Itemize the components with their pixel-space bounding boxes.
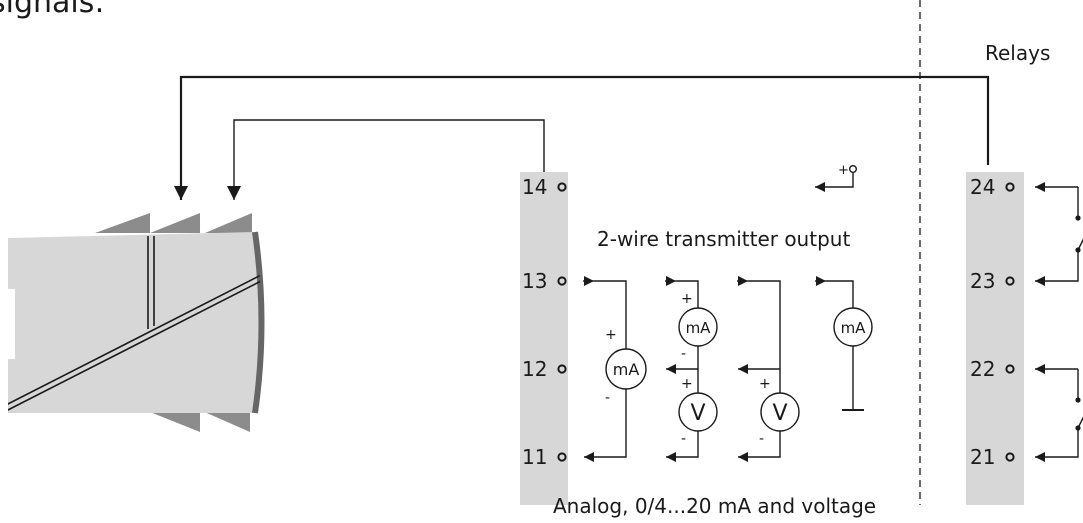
circuit-v-12-11: V + - xyxy=(737,276,800,462)
transmitter-output-label: 2-wire transmitter output xyxy=(597,227,850,251)
terminal-12-screw xyxy=(557,364,567,374)
meter-ma-1-unit: mA xyxy=(613,360,640,379)
supply-terminal xyxy=(849,164,858,173)
meter-v-1-minus: - xyxy=(681,431,686,447)
bottom-connector-2 xyxy=(200,410,250,432)
terminal-24-screw xyxy=(1005,182,1015,192)
supply-plus-sign: + xyxy=(838,163,849,178)
terminal-11-label: 11 xyxy=(522,445,547,469)
terminal-22: 22 xyxy=(970,357,1015,381)
meter-v-2-minus: - xyxy=(759,431,764,447)
terminal-14-label: 14 xyxy=(522,175,547,199)
terminal-12: 12 xyxy=(522,357,567,381)
meter-ma-3 xyxy=(833,307,873,347)
terminal-23: 23 xyxy=(970,269,1015,293)
terminal-21-screw xyxy=(1005,452,1015,462)
meter-ma-1 xyxy=(605,348,647,390)
relay-contact-1-blade xyxy=(1077,238,1083,251)
device-body xyxy=(0,213,265,432)
terminal-24-label: 24 xyxy=(970,175,995,199)
heading-fragment: signals: xyxy=(0,0,104,20)
terminal-23-screw xyxy=(1005,276,1015,286)
top-connector-1 xyxy=(95,213,150,233)
analog-output-label: Analog, 0/4...20 mA and voltage xyxy=(553,494,876,518)
meter-ma-2-plus: + xyxy=(681,291,693,307)
terminal-13-screw xyxy=(557,276,567,286)
circuit-ma-ground: mA xyxy=(815,276,873,411)
device-front-edge xyxy=(252,231,265,414)
relay-contact-2-blade xyxy=(1077,416,1083,429)
device-housing xyxy=(8,232,262,413)
meter-v-2 xyxy=(760,392,800,432)
meter-ma-1-plus: + xyxy=(605,327,617,343)
device-diagonal-a xyxy=(8,272,262,409)
relays-label: Relays xyxy=(985,41,1050,65)
terminal-22-screw xyxy=(1005,364,1015,374)
terminal-11-screw xyxy=(557,452,567,462)
circuit-ma-13-11: mA + - xyxy=(583,276,647,462)
device-diagonal-b xyxy=(8,278,262,413)
top-connector-3 xyxy=(205,213,252,233)
terminal-11: 11 xyxy=(522,445,567,469)
meter-ma-3-unit: mA xyxy=(841,319,867,337)
terminal-21: 21 xyxy=(970,445,1015,469)
meter-ma-1-minus: - xyxy=(605,390,610,406)
top-connector-2 xyxy=(150,213,200,233)
wire-terminal-14-to-device xyxy=(227,119,545,200)
meter-ma-2 xyxy=(678,307,718,347)
meter-v-1-unit: V xyxy=(690,401,705,426)
analog-terminal-strip xyxy=(520,172,568,505)
terminal-14: 14 xyxy=(522,175,567,199)
meter-v-2-unit: V xyxy=(772,401,787,426)
circuit-ma-v-13-12-11: mA V + - + - xyxy=(665,276,718,462)
bottom-connector-1 xyxy=(145,410,200,432)
meter-v-2-plus: + xyxy=(759,376,771,392)
meter-v-1-plus: + xyxy=(681,376,693,392)
relay-terminal-strip xyxy=(966,172,1024,505)
meter-ma-2-unit: mA xyxy=(686,319,712,337)
wire-terminal-24-to-device xyxy=(174,75,990,200)
terminal-22-label: 22 xyxy=(970,357,995,381)
terminal-12-label: 12 xyxy=(522,357,547,381)
meter-v-1 xyxy=(678,392,718,432)
relay-contact-1 xyxy=(1035,182,1083,286)
terminal-24: 24 xyxy=(970,175,1015,199)
terminal-13: 13 xyxy=(522,269,567,293)
relay-contact-2 xyxy=(1035,364,1083,462)
meter-ma-2-minus: - xyxy=(681,346,686,362)
terminal-23-label: 23 xyxy=(970,269,995,293)
terminal-21-label: 21 xyxy=(970,445,995,469)
terminal-13-label: 13 xyxy=(522,269,547,293)
terminal-14-screw xyxy=(557,182,567,192)
loop-supply-symbol: + xyxy=(815,163,858,192)
device-slot xyxy=(0,289,15,359)
